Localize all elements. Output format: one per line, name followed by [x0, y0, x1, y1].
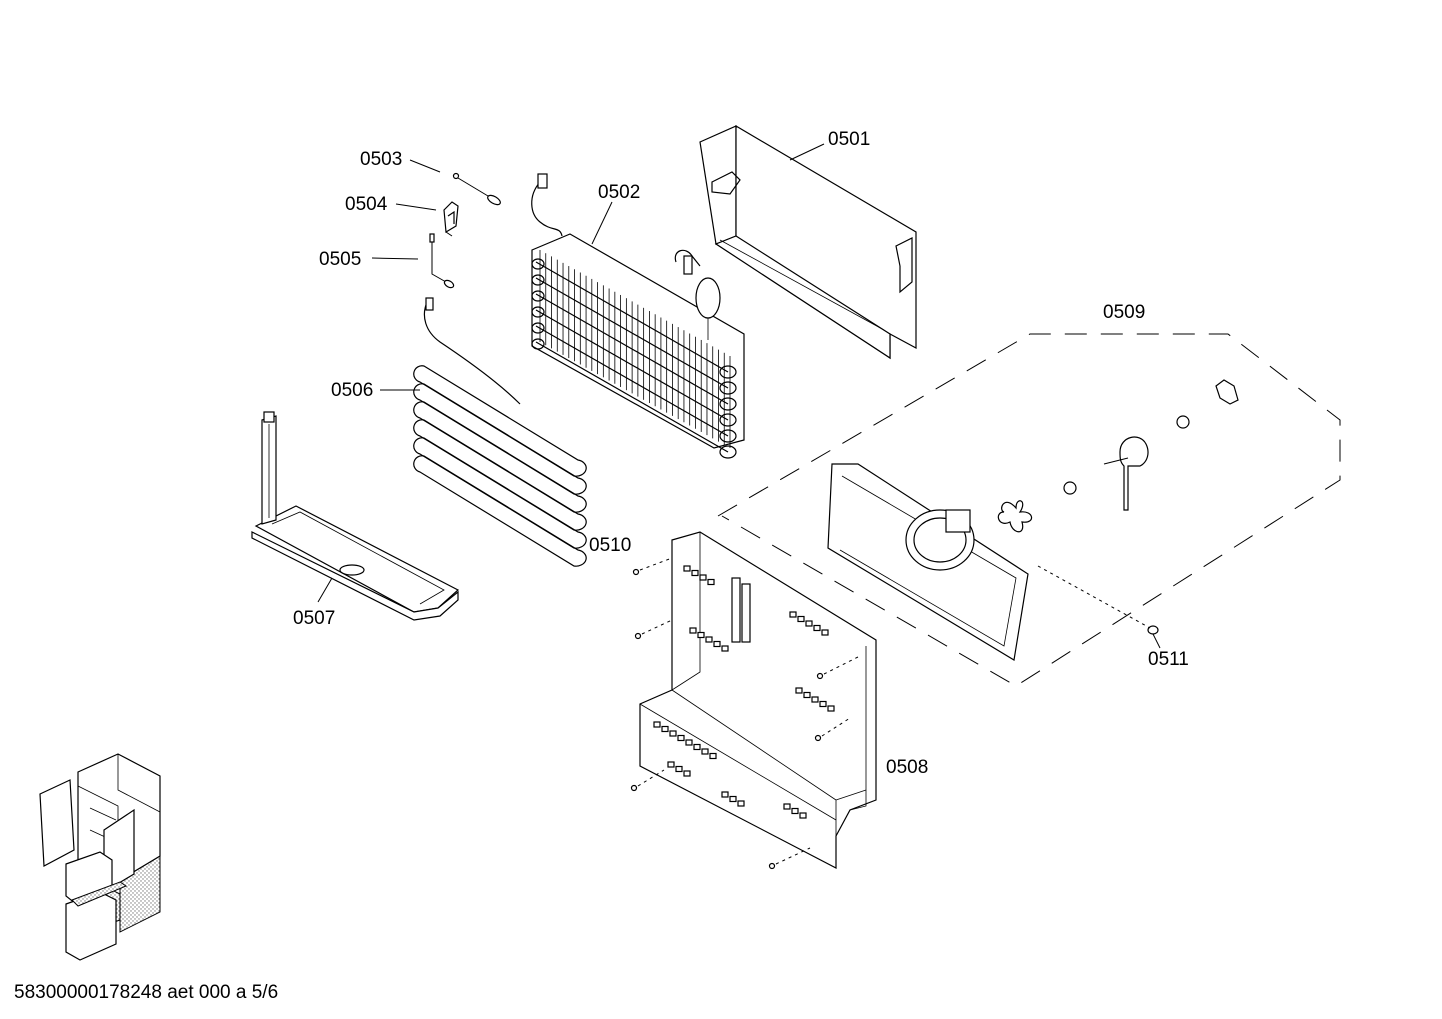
- panel-slot: [669, 730, 677, 737]
- callout-0504: 0504: [345, 194, 388, 215]
- callout-0503: 0503: [360, 149, 402, 170]
- panel-slot: [813, 624, 821, 632]
- panel-slot: [705, 636, 713, 643]
- panel-slot: [789, 611, 797, 618]
- heater-loop: [413, 365, 587, 477]
- panel-slot: [783, 803, 791, 810]
- panel-slot: [685, 739, 693, 746]
- evaporator-tube-bend: [719, 397, 737, 411]
- callout-0501: 0501: [828, 129, 870, 150]
- panel-slot: [729, 795, 737, 803]
- evaporator-tube-bend: [719, 413, 737, 427]
- callout-0510: 0510: [589, 535, 631, 556]
- panel-slot: [797, 615, 805, 623]
- panel-slot: [691, 569, 699, 577]
- panel-slot: [811, 696, 819, 703]
- panel-slot: [697, 631, 705, 639]
- callout-0508: 0508: [886, 757, 928, 778]
- evaporator-tube: [535, 277, 729, 389]
- panel-slot: [707, 578, 715, 586]
- part-0506-heating-element: [413, 297, 587, 567]
- evaporator-tube: [535, 261, 729, 373]
- heater-loop: [413, 419, 587, 531]
- heater-loop: [413, 455, 587, 567]
- panel-slot: [689, 627, 697, 634]
- evaporator-tube-bend: [531, 338, 545, 350]
- panel-slot: [701, 748, 709, 755]
- panel-slot: [667, 761, 675, 768]
- appliance-locator-thumbnail: [39, 753, 161, 961]
- panel-slot: [821, 629, 829, 636]
- part-0502-evaporator: [531, 173, 745, 459]
- callout-0502: 0502: [598, 182, 640, 203]
- panel-slot: [805, 620, 813, 627]
- panel-slot: [653, 721, 661, 728]
- panel-slot: [713, 640, 721, 648]
- evaporator-tube-bend: [531, 274, 545, 286]
- part-0501-cover-panel: [699, 124, 917, 360]
- panel-slot: [699, 574, 707, 581]
- heater-loop: [413, 383, 587, 495]
- callout-0511: 0511: [1148, 649, 1189, 670]
- part-0504-clip: [443, 201, 459, 237]
- panel-slot: [675, 765, 683, 773]
- part-0508-rear-panel: [639, 531, 877, 869]
- group-outline-0509: [717, 333, 1341, 687]
- panel-slot: [799, 812, 807, 819]
- part-0510-screws: [630, 557, 861, 870]
- heater-loop: [413, 401, 587, 513]
- callout-labels: 0501 0502 0503 0504 0505 0506 0507 0508 …: [293, 129, 1189, 778]
- part-0507-drain-tray: [251, 411, 460, 621]
- callout-0506: 0506: [331, 380, 373, 401]
- callout-0505: 0505: [319, 249, 361, 270]
- part-0505-heater-wire: [429, 233, 455, 289]
- evaporator-tube-bend: [719, 429, 737, 443]
- panel-slot: [693, 743, 701, 751]
- evaporator-tube-bend: [531, 258, 545, 270]
- panel-slot: [677, 734, 685, 742]
- panel-slot: [683, 565, 691, 572]
- evaporator-tube-bend: [531, 306, 545, 318]
- part-0511-washer: [1037, 565, 1159, 635]
- panel-slot: [827, 705, 835, 712]
- panel-slot: [803, 691, 811, 699]
- panel-slot: [721, 791, 729, 798]
- leader-lines: [317, 143, 1161, 649]
- evaporator-tube-bend: [531, 290, 545, 302]
- panel-slot: [795, 687, 803, 694]
- document-footer-id: 58300000178248 aet 000 a 5/6: [14, 982, 278, 1003]
- evaporator-tube: [535, 341, 729, 453]
- panel-slot: [721, 645, 729, 652]
- evaporator-tube-bend: [531, 322, 545, 334]
- evaporator-tube-bend: [719, 445, 737, 459]
- heater-loop: [413, 437, 587, 549]
- panel-slot: [709, 752, 717, 760]
- part-0509-fan-assembly: [827, 379, 1239, 661]
- evaporator-tube: [535, 325, 729, 437]
- evaporator-tube-bend: [719, 365, 737, 379]
- panel-slot: [819, 700, 827, 708]
- panel-slot: [683, 770, 691, 777]
- evaporator-tube: [535, 309, 729, 421]
- part-0503-sensor: [452, 172, 501, 206]
- panel-slot: [791, 807, 799, 815]
- callout-0509: 0509: [1103, 302, 1145, 323]
- evaporator-tube: [535, 293, 729, 405]
- panel-slot: [661, 725, 669, 733]
- evaporator-tube-bend: [719, 381, 737, 395]
- callout-0507: 0507: [293, 608, 335, 629]
- panel-slot: [737, 800, 745, 807]
